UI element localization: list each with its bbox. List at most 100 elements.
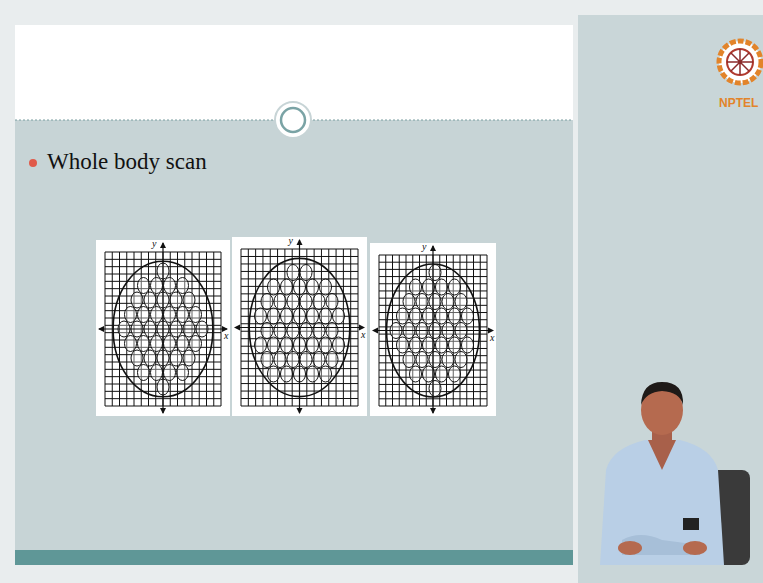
axis-arrowhead <box>430 408 436 414</box>
nptel-logo <box>719 41 761 83</box>
detector-circle <box>300 294 312 310</box>
detector-circle <box>170 292 182 308</box>
detector-circle <box>429 352 441 368</box>
detector-circle <box>333 308 345 324</box>
detector-circle <box>326 352 338 368</box>
axis-label: x <box>490 333 494 343</box>
detector-circle <box>462 308 474 324</box>
detector-circle <box>410 308 422 324</box>
shirt <box>600 440 724 565</box>
detector-circle <box>449 337 461 353</box>
scan-grid-figure <box>96 240 230 416</box>
microphone <box>683 518 699 530</box>
divider-ring <box>275 102 311 138</box>
axis-arrowhead <box>430 245 436 251</box>
detector-circle <box>164 307 176 323</box>
presenter <box>600 382 750 565</box>
detector-circle <box>307 279 319 295</box>
detector-circle <box>397 337 409 353</box>
detector-circle <box>403 294 415 310</box>
hand <box>683 541 707 555</box>
detector-circle <box>410 366 422 382</box>
bullet-text: Whole body scan <box>47 150 207 173</box>
detector-circle <box>287 352 299 368</box>
detector-circle <box>410 337 422 353</box>
detector-circle <box>287 265 299 281</box>
axis-label: y <box>152 239 156 249</box>
detector-circle <box>449 279 461 295</box>
detector-circle <box>429 294 441 310</box>
logo-text: NPTEL <box>719 97 758 109</box>
detector-circle <box>300 352 312 368</box>
logo-ring <box>727 49 753 75</box>
detector-circle <box>436 279 448 295</box>
detector-circle <box>144 350 156 366</box>
detector-circle <box>183 350 195 366</box>
detector-circle <box>138 307 150 323</box>
y-axis <box>162 243 163 413</box>
detector-circle <box>268 308 280 324</box>
detector-circle <box>125 307 137 323</box>
hair <box>641 382 683 405</box>
detector-circle <box>268 366 280 382</box>
detector-circle <box>320 279 332 295</box>
hand <box>618 541 642 555</box>
detector-circle <box>151 336 163 352</box>
detector-circle <box>281 308 293 324</box>
detector-circle <box>164 365 176 381</box>
detector-circle <box>138 365 150 381</box>
neck <box>648 440 676 470</box>
detector-circle <box>151 307 163 323</box>
detector-circle <box>281 279 293 295</box>
detector-circle <box>177 336 189 352</box>
detector-circle <box>313 294 325 310</box>
detector-circle <box>429 265 441 281</box>
detector-circle <box>416 352 428 368</box>
detector-circle <box>261 294 273 310</box>
detector-circle <box>307 308 319 324</box>
detector-circle <box>287 323 299 339</box>
detector-circle <box>333 337 345 353</box>
detector-circle <box>125 336 137 352</box>
detector-circle <box>307 337 319 353</box>
detector-circle <box>449 308 461 324</box>
detector-circle <box>151 365 163 381</box>
detector-circle <box>313 352 325 368</box>
axis-label: y <box>422 242 426 252</box>
axis-arrowhead <box>160 242 166 248</box>
detector-circle <box>326 323 338 339</box>
axis-label: y <box>289 236 293 246</box>
detector-circle <box>131 292 143 308</box>
detector-circle <box>164 336 176 352</box>
detector-circle <box>151 278 163 294</box>
detector-circle <box>429 381 441 397</box>
detector-circle <box>442 352 454 368</box>
footer-bar <box>15 550 573 565</box>
detector-circle <box>177 365 189 381</box>
detector-circle <box>455 352 467 368</box>
detector-circle <box>274 294 286 310</box>
detector-circle <box>268 279 280 295</box>
detector-circle <box>436 337 448 353</box>
detector-circle <box>190 336 202 352</box>
detector-circle <box>326 294 338 310</box>
detector-circle <box>313 323 325 339</box>
detector-circle <box>436 308 448 324</box>
divider-line <box>15 120 273 121</box>
axis-arrowhead <box>98 326 104 332</box>
detector-circle <box>300 323 312 339</box>
detector-circle <box>416 294 428 310</box>
detector-circle <box>138 278 150 294</box>
detector-circle <box>164 278 176 294</box>
detector-circle <box>261 323 273 339</box>
detector-circle <box>138 336 150 352</box>
detector-circle <box>449 366 461 382</box>
detector-circle <box>183 292 195 308</box>
detector-circle <box>455 294 467 310</box>
detector-circle <box>170 350 182 366</box>
figure-background <box>232 237 367 416</box>
detector-circle <box>255 308 267 324</box>
axis-arrowhead <box>160 408 166 414</box>
